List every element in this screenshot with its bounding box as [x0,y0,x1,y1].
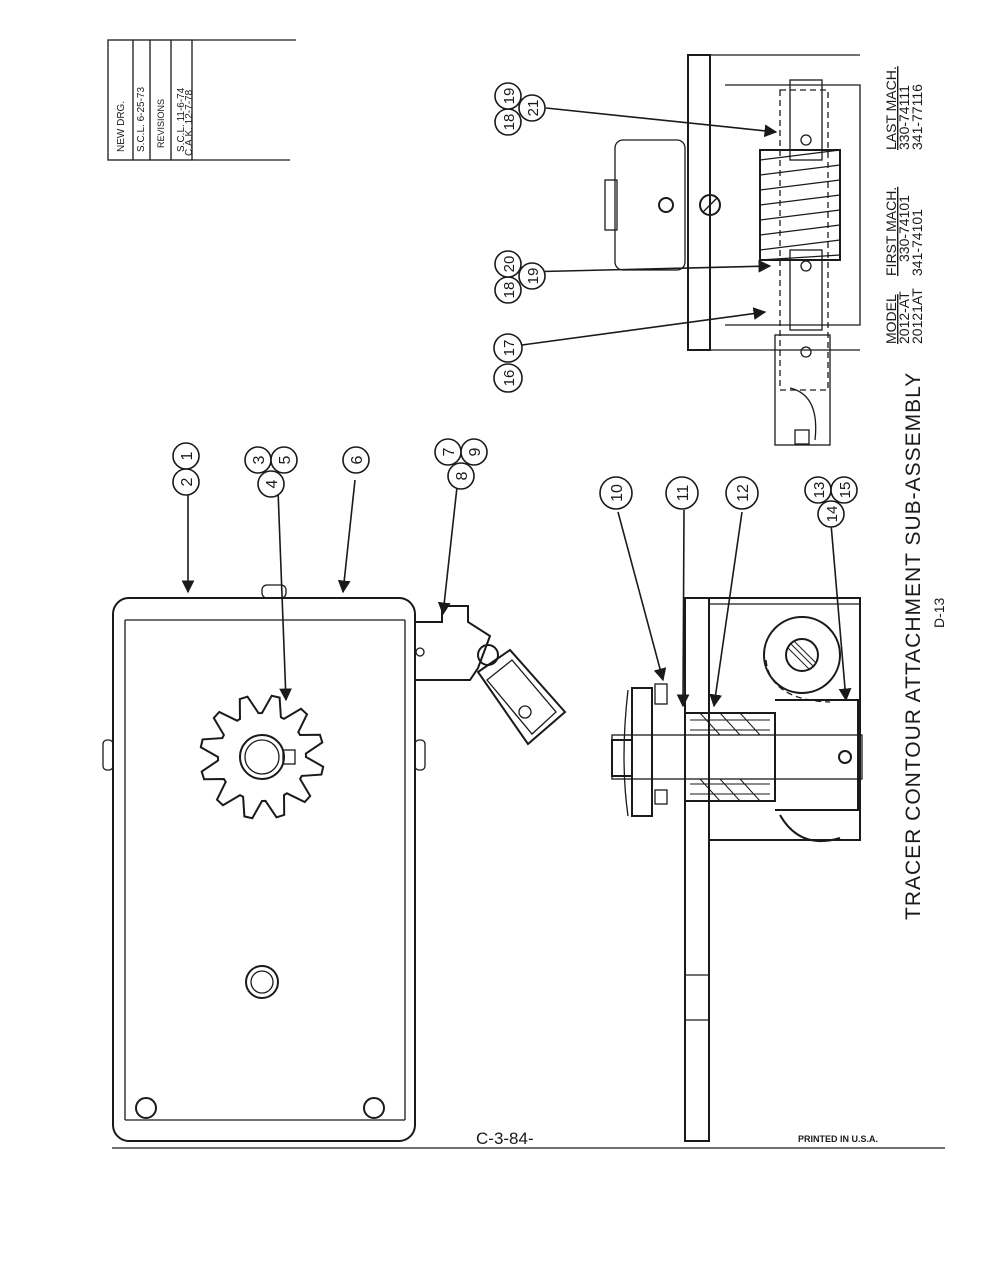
model-row2: 20121AT [909,288,925,344]
callout-20: 20 [501,256,518,273]
revision-entry-2: C.A.K. 12-7-78 [184,89,195,156]
new-drg-entry: S.C.L. 6-25-73 [136,87,147,152]
new-drg-label: NEW DRG. [116,101,127,152]
leader-lines [181,107,852,708]
first-mach-row2: 341-74101 [909,209,925,276]
model-header: MODEL [883,294,899,344]
callout-11: 11 [675,485,692,502]
callout-13: 13 [811,482,828,499]
revisions-label: REVISIONS [156,99,166,148]
callout-19-mid: 19 [525,268,542,285]
callout-bubbles: 1 2 3 5 4 6 7 9 8 10 11 12 13 15 14 [172,82,858,528]
model-row1: 2012-AT [896,291,912,344]
last-mach-header: LAST MACH. [883,66,899,150]
revision-block: NEW DRG. S.C.L. 6-25-73 REVISIONS S.C.L.… [107,39,296,161]
callout-19-top: 19 [501,88,518,105]
page-code: C-3-84- [476,1129,534,1148]
model-table: MODEL 2012-AT 20121AT FIRST MACH. 330-74… [883,66,925,344]
callout-5: 5 [277,455,294,464]
callout-9: 9 [467,447,484,456]
callout-3: 3 [251,455,268,464]
callout-14: 14 [824,506,841,523]
sprocket-plate-assembly [102,584,567,1142]
sprocket-gear [199,694,325,820]
callout-17: 17 [501,340,518,357]
drawing-number: D-13 [931,597,947,628]
callout-21: 21 [525,100,542,117]
drawing-title: TRACER CONTOUR ATTACHMENT SUB-ASSEMBLY [902,372,925,920]
callout-7: 7 [441,447,458,456]
spacer-hatching [690,712,770,802]
callout-15: 15 [837,482,854,499]
callout-12: 12 [735,484,752,502]
first-mach-header: FIRST MACH. [883,187,899,276]
callout-16: 16 [501,370,518,387]
first-mach-row1: 330-74101 [896,195,912,262]
callout-6: 6 [349,455,366,464]
callout-2: 2 [179,477,196,486]
callout-18-mid: 18 [501,282,518,299]
last-mach-row1: 330-74111 [896,85,912,150]
last-mach-row2: 341-77116 [909,84,925,150]
callout-1: 1 [179,451,196,460]
callout-8: 8 [454,471,471,480]
printed-note: PRINTED IN U.S.A. [798,1134,878,1144]
callout-4: 4 [264,479,281,488]
revision-entry-1: S.C.L. 11-6-74 [176,87,187,152]
callout-10: 10 [609,484,626,502]
top-view-assembly [604,54,861,446]
side-view-assembly [611,597,863,1142]
worm-thread [759,149,841,261]
callout-18-top: 18 [501,114,518,131]
